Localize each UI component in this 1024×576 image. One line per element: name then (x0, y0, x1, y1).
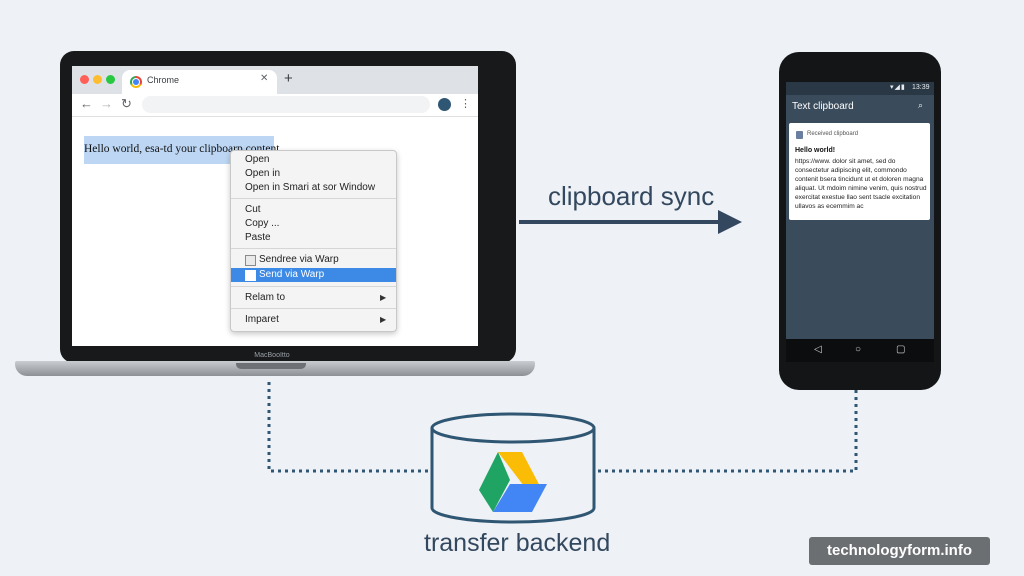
close-window-dot[interactable] (80, 75, 89, 84)
laptop-backend-connector (267, 382, 432, 473)
browser-toolbar: ← → ↻ ⋮ (72, 94, 478, 117)
google-drive-icon (479, 452, 547, 512)
reload-icon[interactable]: ↻ (121, 96, 132, 111)
backend-cylinder (430, 412, 596, 524)
close-icon[interactable]: ✕ (260, 73, 269, 84)
back-icon[interactable]: ◁ (814, 344, 822, 355)
clipboard-icon (796, 131, 803, 139)
backend-label: transfer backend (424, 529, 611, 557)
notification-card[interactable]: Received clipboard Hello world! https://… (789, 123, 930, 220)
menu-item-open-in[interactable]: Open in (245, 168, 281, 179)
address-bar[interactable] (142, 96, 430, 113)
sync-label: clipboard sync (548, 181, 715, 211)
chrome-icon (130, 76, 142, 88)
submenu-arrow-icon: ▶ (380, 315, 387, 324)
minimize-window-dot[interactable] (93, 75, 102, 84)
app-title: Text clipboard (792, 101, 854, 112)
checkmark-icon (245, 270, 256, 281)
menu-item-highlight (231, 268, 396, 282)
forward-arrow-icon[interactable]: → (100, 96, 113, 111)
new-tab-button[interactable]: + (284, 70, 293, 87)
laptop-label: MacBooItto (254, 352, 290, 359)
status-bar: ▾◢▮ 13:39 (786, 82, 934, 95)
notification-title: Hello world! (795, 147, 836, 154)
menu-dots-icon[interactable]: ⋮ (460, 98, 471, 110)
submenu-arrow-icon: ▶ (380, 293, 387, 302)
browser-tab[interactable]: Chrome ✕ (122, 70, 277, 94)
menu-divider (231, 308, 396, 309)
phone-screen: ▾◢▮ 13:39 Text clipboard ⌕ Received clip… (786, 82, 934, 362)
phone-backend-connector (595, 390, 858, 473)
search-icon[interactable]: ⌕ (918, 100, 924, 110)
menu-item-cut[interactable]: Cut (245, 204, 261, 215)
menu-item-imparet[interactable]: Imparet (245, 314, 279, 325)
recents-icon[interactable]: ▢ (896, 344, 906, 355)
menu-item-copy[interactable]: Copy ... (245, 218, 280, 229)
status-time: 13:39 (912, 84, 930, 91)
menu-divider (231, 248, 396, 249)
checkbox-icon (245, 255, 256, 266)
avatar[interactable] (438, 98, 451, 111)
menu-item-send-via-warp[interactable]: Send via Warp (259, 269, 325, 280)
menu-item-open-window[interactable]: Open in Smari at sor Window (245, 182, 376, 193)
watermark: technologyform.info (809, 537, 990, 565)
home-icon[interactable]: ○ (855, 344, 862, 355)
laptop-notch (236, 363, 306, 369)
notification-body: https://www. dolor sit amet, sed do cons… (795, 158, 927, 210)
context-menu: Open Open in Open in Smari at sor Window… (230, 150, 397, 332)
signal-battery-icon: ▾◢▮ (890, 84, 906, 91)
browser-window: Chrome ✕ + ← → ↻ ⋮ Hello world, esa-td y… (72, 66, 478, 346)
tab-bar: Chrome ✕ + (72, 66, 478, 94)
menu-item-relam-to[interactable]: Relam to (245, 292, 286, 303)
back-arrow-icon[interactable]: ← (80, 96, 93, 111)
menu-item-paste[interactable]: Paste (245, 232, 271, 243)
notification-header: Received clipboard (807, 131, 859, 137)
phone-nav-bar: ◁ ○ ▢ (786, 339, 934, 362)
maximize-window-dot[interactable] (106, 75, 115, 84)
menu-item-sendree-warp[interactable]: Sendree via Warp (259, 254, 339, 265)
app-bar: Text clipboard ⌕ (786, 95, 934, 119)
menu-divider (231, 198, 396, 199)
menu-item-open[interactable]: Open (245, 154, 270, 165)
tab-title: Chrome (147, 75, 180, 85)
menu-divider (231, 286, 396, 287)
sync-arrow (519, 210, 742, 234)
